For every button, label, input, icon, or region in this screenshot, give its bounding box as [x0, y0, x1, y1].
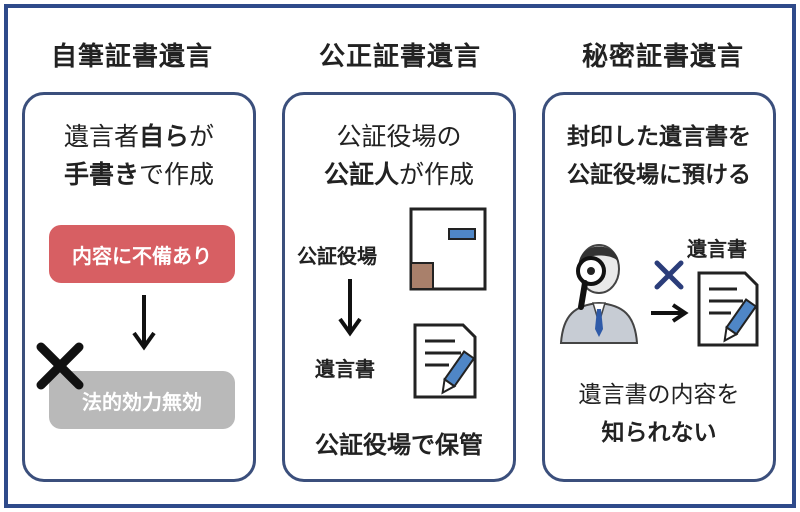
desc-text: 遺言者: [63, 122, 139, 151]
title-secret-will: 秘密証書遺言: [581, 42, 744, 72]
card-secret-will: 封印した遺言書を 公証役場に預ける 遺言書 遺言書の内容を 知られない: [542, 92, 776, 482]
footer-stored: 公証役場で保管: [315, 431, 483, 459]
document-pen-icon: [697, 271, 759, 347]
cross-icon: [36, 342, 84, 390]
desc-line-2: 手書きで作成: [25, 155, 253, 191]
down-arrow-icon: [132, 295, 156, 351]
right-arrow-icon: [651, 303, 689, 323]
footer-line-2: 知られない: [601, 420, 717, 446]
desc-line-1: 封印した遺言書を: [567, 124, 751, 150]
desc-text: が: [189, 122, 215, 151]
label-will: 遺言書: [687, 237, 747, 261]
desc-text: で作成: [139, 160, 215, 189]
card-holographic-will: 遺言者自らが 手書きで作成 内容に不備あり 法的効力無効: [22, 92, 256, 482]
card-notarial-will: 公証役場の 公証人が作成 公証役場 遺言書 公証役場で保管: [282, 92, 516, 482]
footer-line-1: 遺言書の内容を: [578, 382, 740, 408]
desc-bold: 自ら: [138, 122, 189, 151]
box-defect: 内容に不備あり: [49, 225, 235, 283]
cross-icon: [654, 260, 684, 290]
building-icon: [409, 207, 487, 291]
desc-line-2: 公証人が作成: [285, 155, 513, 191]
document-pen-icon: [413, 323, 477, 399]
title-notarial-will: 公正証書遺言: [318, 42, 481, 72]
desc-line-1: 遺言者自らが: [25, 117, 253, 153]
label-will: 遺言書: [315, 357, 375, 381]
desc-text: が作成: [399, 160, 475, 189]
desc-bold: 公証人: [323, 160, 399, 189]
desc-line-1: 公証役場の: [336, 122, 462, 151]
desc-bold: 手書き: [63, 160, 139, 189]
label-notary-office: 公証役場: [297, 244, 377, 268]
down-arrow-icon: [338, 279, 362, 337]
title-holographic-will: 自筆証書遺言: [50, 42, 213, 72]
person-magnifier-icon: [559, 244, 639, 344]
desc-line-2: 公証役場に預ける: [567, 162, 751, 188]
